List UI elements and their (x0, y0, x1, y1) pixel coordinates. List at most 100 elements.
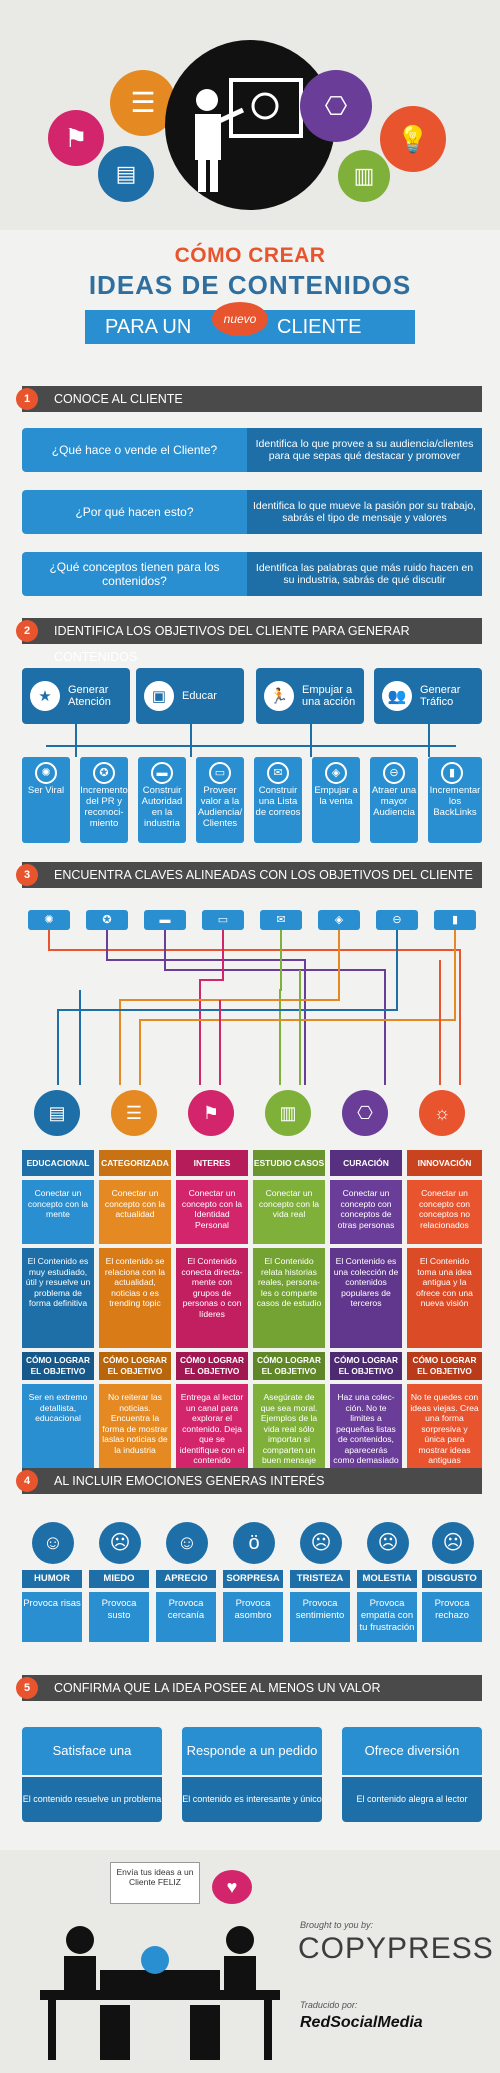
how-to-label: CÓMO LOGRAR EL OBJETIVO (22, 1352, 94, 1380)
audience-icon: ⊖ (376, 910, 418, 930)
content-type-goal: Conectar un concepto con la Identidad Pe… (176, 1180, 248, 1244)
section-number: 5 (16, 1677, 38, 1699)
viral-icon: ✺ (35, 762, 57, 784)
content-type-description: El Contenido es una colección de conteni… (330, 1248, 402, 1348)
objective-label: Empujar a una acción (302, 684, 356, 708)
subgoal-box: ✉Construir una Lista de correos (254, 757, 302, 843)
mail-icon: ✉ (260, 910, 302, 930)
heart-icon: ♥ (226, 1877, 238, 1897)
content-type-label: CATEGORIZADA (99, 1150, 171, 1176)
lightbulb-icon: ☼ (419, 1090, 465, 1136)
lightbulb-icon: 💡 (396, 124, 430, 154)
section-2-header: 2 IDENTIFICA LOS OBJETIVOS DEL CLIENTE P… (16, 618, 482, 664)
question-row: ¿Qué conceptos tienen para los contenido… (22, 552, 482, 596)
connector-line (190, 724, 192, 757)
how-to-text: Asegúrate de que sea moral. Ejemplos de … (253, 1384, 325, 1484)
list-circle: ☰ (110, 70, 176, 136)
subgoal-label: Incrementar los BackLinks (429, 785, 481, 818)
section-title: AL INCLUIR EMOCIONES GENERAS INTERÉS (54, 1474, 325, 1488)
network-icon: ⎔ (324, 91, 348, 121)
answer-text: Identifica lo que provee a su audiencia/… (247, 428, 482, 472)
disgusted-face-icon: ☹ (432, 1522, 474, 1564)
award-icon: ✪ (93, 762, 115, 784)
content-type-description: El Contenido conecta directa-mente con g… (176, 1248, 248, 1348)
scared-face-icon: ☹ (99, 1522, 141, 1564)
value-title: Satisface una necesidad (22, 1727, 162, 1806)
connector-line (75, 724, 77, 757)
open-book-icon: ▥ (265, 1090, 311, 1136)
section-title: ENCUENTRA CLAVES ALINEADAS CON LOS OBJET… (54, 868, 473, 882)
tag-icon: ◈ (325, 762, 347, 784)
emotion-label: MIEDO (89, 1570, 149, 1588)
section-number: 2 (16, 620, 38, 642)
question-text: ¿Por qué hacen esto? (22, 490, 247, 534)
document-icon: ▤ (115, 161, 137, 186)
how-to-text: Ser en extremo detallista, educacional (22, 1384, 94, 1484)
connector-line (310, 724, 312, 757)
objective-box: 👥Generar Tráfico (374, 668, 482, 724)
bar-chart-icon: ▮ (441, 762, 463, 784)
emotion-desc: Provoca cercanía (156, 1592, 216, 1642)
subgoal-box: ▮Incrementar los BackLinks (428, 757, 482, 843)
list-icon: ☰ (130, 87, 156, 118)
subgoal-label: Proveer valor a la Audiencia/ Clientes (197, 785, 243, 829)
emotion-desc: Provoca rechazo (422, 1592, 482, 1642)
subgoal-label: Ser Viral (27, 785, 65, 796)
brought-by-label: Brought to you by: (300, 1920, 374, 1930)
content-type-description: El Contenido toma una idea antigua y la … (407, 1248, 482, 1348)
screen-icon: ▭ (202, 910, 244, 930)
value-title: Ofrece diversión (342, 1727, 482, 1775)
value-card: Satisface una necesidad El contenido res… (22, 1727, 162, 1822)
content-type-goal: Conectar un concepto con la mente (22, 1180, 94, 1244)
subgoal-label: Construir una Lista de correos (255, 785, 301, 818)
emotion-desc: Provoca asombro (223, 1592, 283, 1642)
emotion-label: DISGUSTO (422, 1570, 482, 1588)
section-number: 1 (16, 388, 38, 410)
value-card: Ofrece diversión El contenido alegra al … (342, 1727, 482, 1822)
how-to-label: CÓMO LOGRAR EL OBJETIVO (330, 1352, 402, 1380)
ribbon-right-text: CLIENTE (277, 316, 362, 338)
value-desc: El contenido resuelve un problema (22, 1777, 162, 1822)
annoyed-face-icon: ☹ (367, 1522, 409, 1564)
content-type-label: ESTUDIO CASOS (253, 1150, 325, 1176)
brand-logo: COPYPRESS (298, 1932, 494, 1965)
answer-text: Identifica las palabras que más ruido ha… (247, 552, 482, 596)
connector-line (428, 724, 430, 757)
subgoal-label: Atraer una mayor Audiencia (371, 785, 417, 818)
bar-chart-icon: ▮ (434, 910, 476, 930)
subgoal-label: Incremento del PR y reconoci-miento (80, 785, 128, 829)
heart-bubble: ♥ (212, 1870, 252, 1904)
book-icon: ▤ (34, 1090, 80, 1136)
title-line1: CÓMO CREAR (174, 244, 326, 267)
wiring-diagram (48, 930, 461, 1085)
audience-icon: ⊖ (383, 762, 405, 784)
emotion-label: HUMOR (22, 1570, 82, 1588)
value-desc: El contenido alegra al lector (342, 1777, 482, 1822)
objective-label: Generar Atención (68, 684, 111, 708)
network-icon: ⎔ (342, 1090, 388, 1136)
flag-circle: ⚑ (48, 110, 104, 166)
content-type-description: El Contenido es muy estudiado, útil y re… (22, 1248, 94, 1348)
emotion-desc: Provoca susto (89, 1592, 149, 1642)
question-text: ¿Qué hace o vende el Cliente? (22, 428, 247, 472)
bubble-text: Envía tus ideas a un Cliente FELIZ (116, 1867, 194, 1887)
content-type-description: El contenido se relaciona con la actuali… (99, 1248, 171, 1348)
doc-circle: ▤ (98, 146, 154, 202)
how-to-label: CÓMO LOGRAR EL OBJETIVO (407, 1352, 482, 1380)
section-number: 4 (16, 1470, 38, 1492)
translator-logo: RedSocialMedia (300, 2014, 423, 2031)
title-line2: IDEAS DE CONTENIDOS (88, 270, 412, 300)
people-icon: 👥 (382, 681, 412, 711)
answer-text: Identifica lo que mueve la pasión por su… (247, 490, 482, 534)
how-to-text: Entrega al lector un canal para explorar… (176, 1384, 248, 1484)
how-to-text: No te quedes con ideas viejas. Crea una … (407, 1384, 482, 1484)
question-row: ¿Qué hace o vende el Cliente? Identifica… (22, 428, 482, 472)
objective-label: Educar (182, 690, 217, 702)
book-circle: ▥ (338, 150, 390, 202)
emotion-desc: Provoca empatía con tu frustración (357, 1592, 417, 1642)
content-type-label: CURACIÓN (330, 1150, 402, 1176)
translated-by-label: Traducido por: (300, 2000, 358, 2010)
flag-icon: ⚑ (188, 1090, 234, 1136)
presenter-icon (195, 78, 303, 192)
hero-banner: ⚑ ☰ ▤ ⎔ 💡 ▥ (0, 0, 500, 230)
